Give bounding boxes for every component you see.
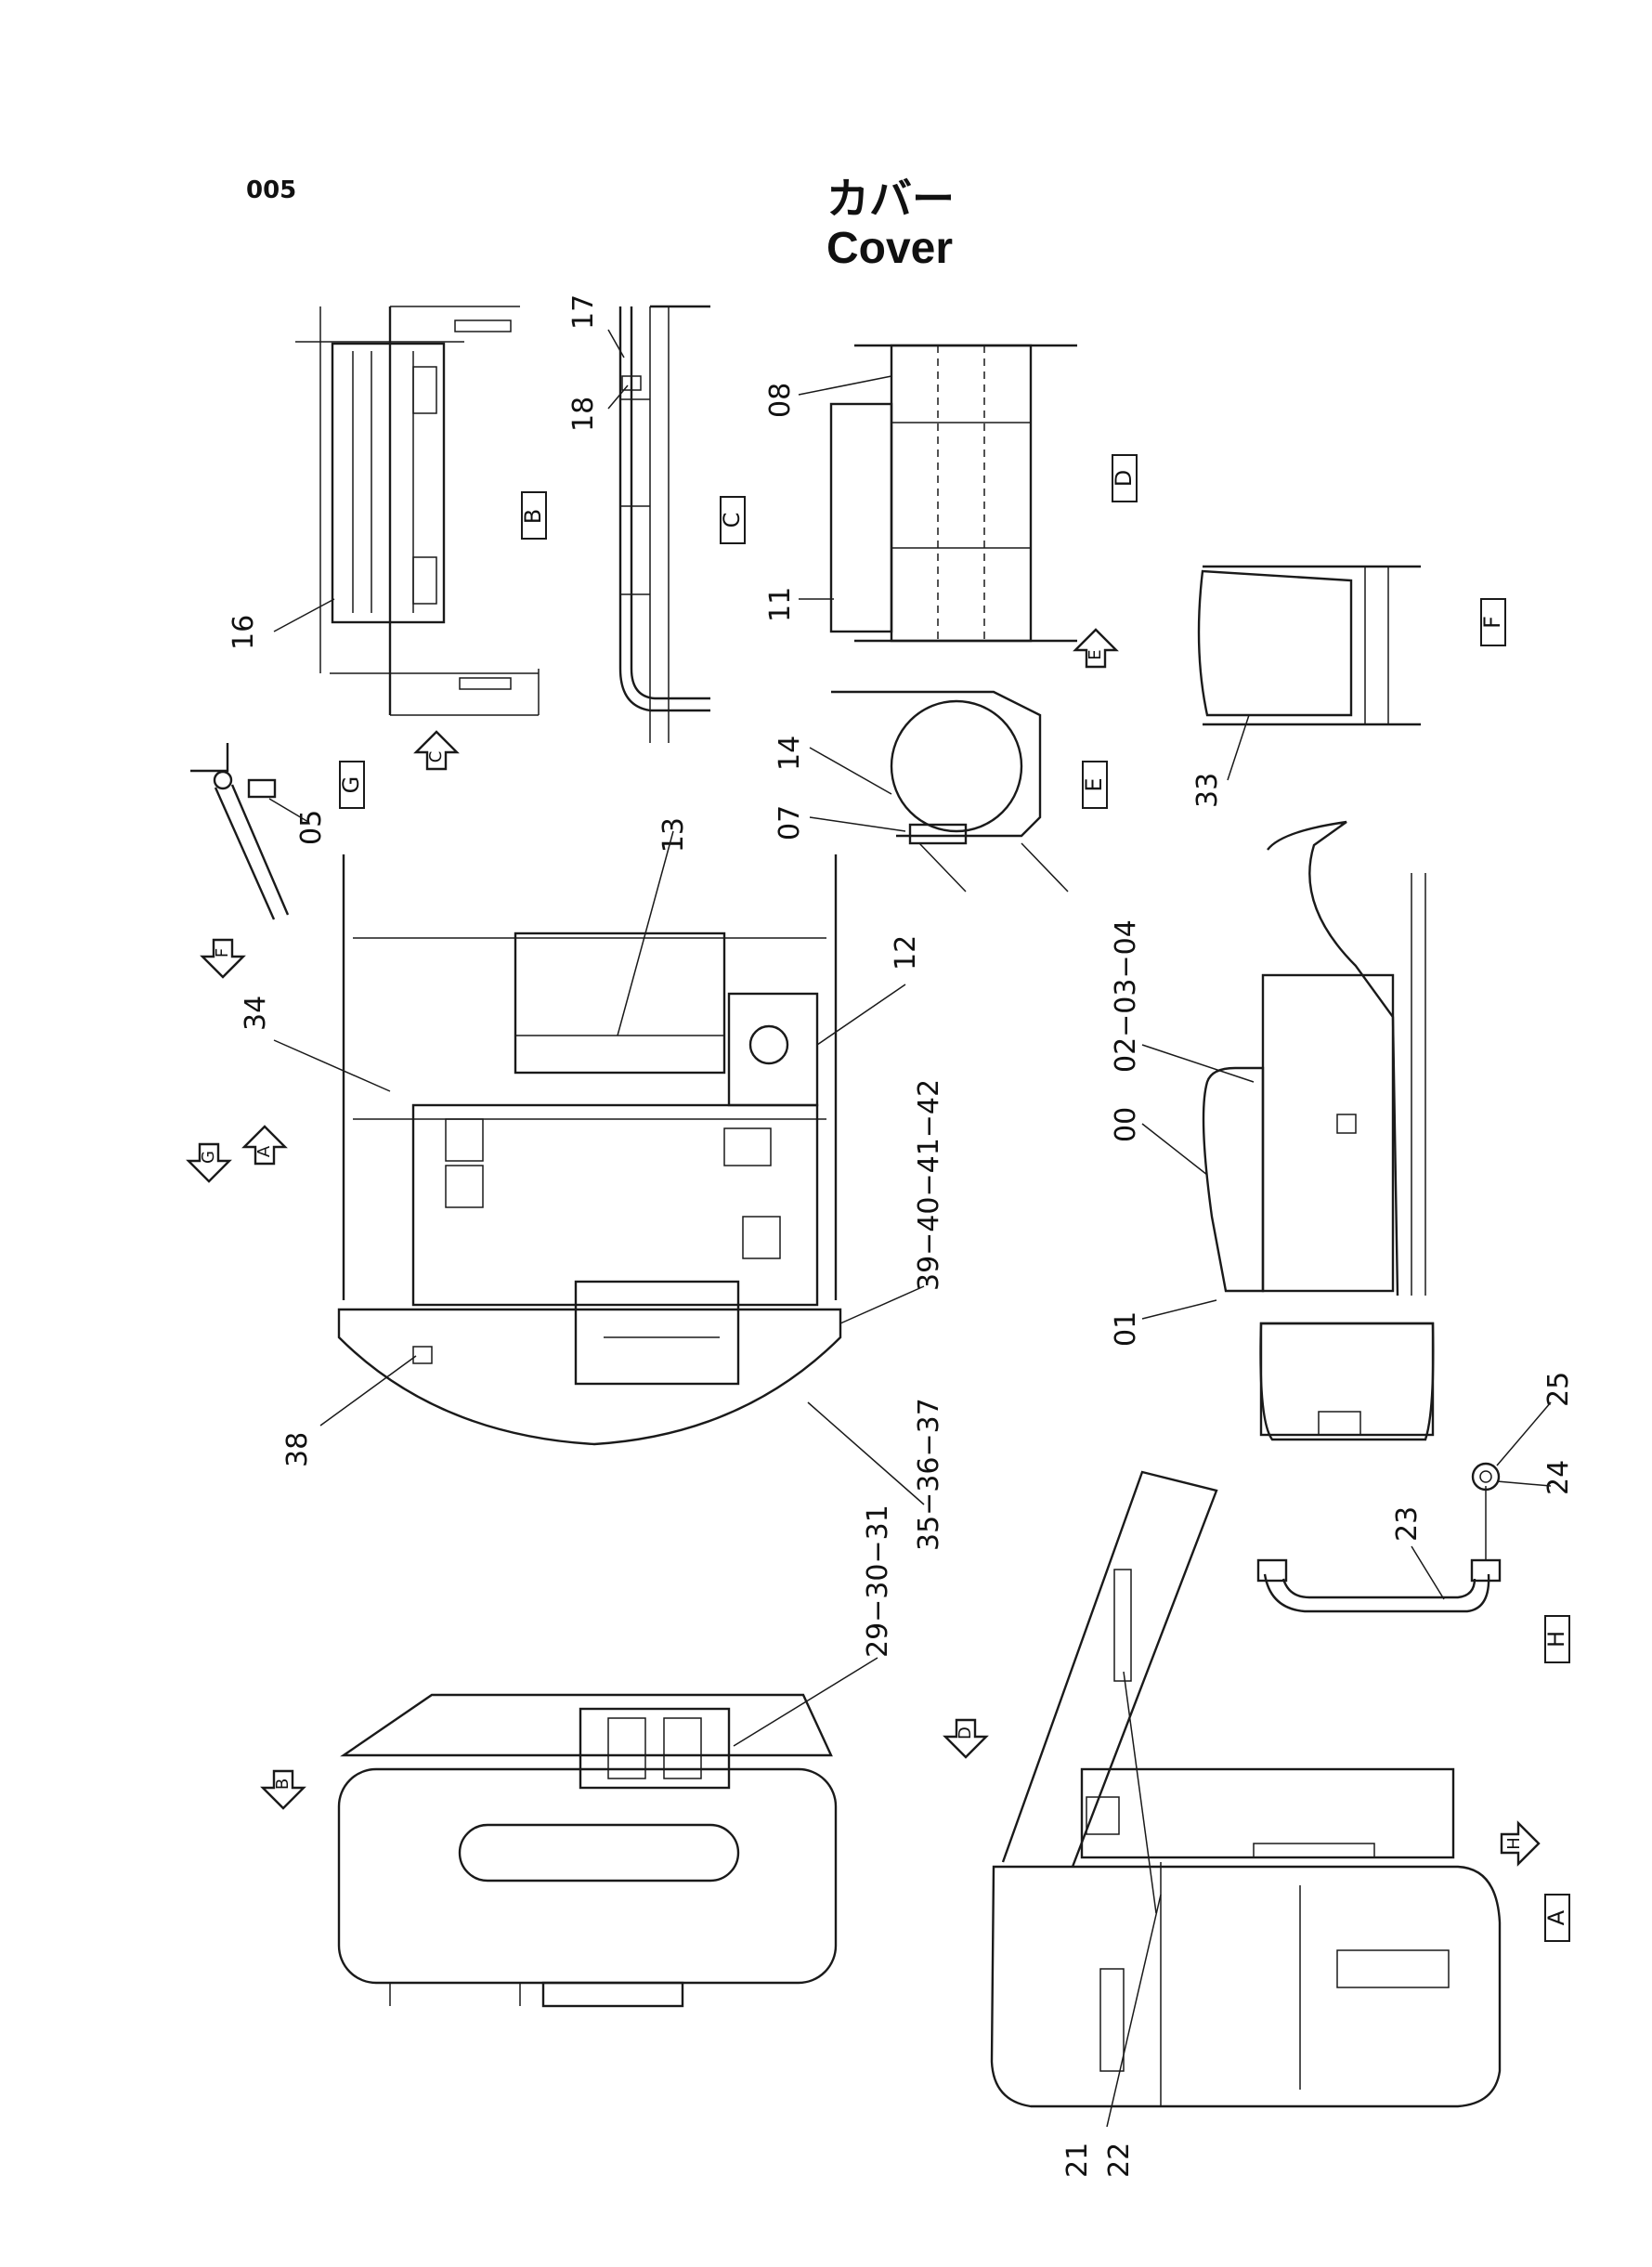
callout-08: 08 (764, 383, 797, 418)
callout-21: 21 (1061, 2143, 1094, 2178)
view-label-e: E (1081, 777, 1107, 791)
view-a-drawing (990, 1470, 1502, 2108)
view-g-drawing (190, 743, 290, 920)
callout-11: 11 (764, 587, 797, 622)
view-label-b: B (520, 509, 546, 524)
view-label-box-f (1480, 598, 1506, 646)
rear-view-drawing (337, 1693, 838, 2008)
view-label-a: A (1543, 1909, 1569, 1925)
callout-29-30-31: 29−30−31 (862, 1505, 894, 1658)
callout-13: 13 (657, 817, 690, 853)
callout-22: 22 (1103, 2143, 1136, 2178)
callout-24: 24 (1542, 1460, 1575, 1495)
view-arrow-d: D (943, 1718, 989, 1759)
svg-text:G: G (199, 1151, 218, 1164)
callout-16: 16 (228, 615, 260, 650)
view-e-drawing (831, 690, 1069, 892)
svg-text:C: C (426, 751, 446, 763)
view-label-h: H (1543, 1631, 1569, 1648)
callout-25: 25 (1542, 1372, 1575, 1407)
callout-23: 23 (1391, 1506, 1424, 1542)
svg-text:F: F (213, 948, 232, 958)
view-label-box-e (1082, 761, 1108, 809)
view-arrow-a: A (241, 1125, 288, 1166)
view-label-g: G (338, 776, 364, 794)
side-view-drawing (1202, 820, 1435, 1441)
view-b-drawing (295, 306, 540, 716)
svg-text:A: A (254, 1145, 274, 1157)
svg-text:E: E (1086, 649, 1105, 659)
view-label-box-c (720, 496, 746, 544)
view-arrow-e: E (1073, 628, 1119, 669)
callout-33: 33 (1191, 773, 1224, 808)
callout-01: 01 (1110, 1311, 1142, 1347)
callout-38: 38 (281, 1432, 314, 1467)
view-d-drawing (829, 344, 1077, 643)
view-arrow-c: C (413, 730, 460, 771)
view-arrow-g: G (186, 1142, 232, 1183)
callout-17: 17 (567, 294, 600, 330)
callout-00: 00 (1110, 1107, 1142, 1142)
svg-text:H: H (1504, 1837, 1524, 1850)
callout-07: 07 (774, 805, 806, 840)
title-english: Cover (826, 224, 954, 273)
callout-05: 05 (295, 810, 328, 845)
callout-39-40-41-42: 39−40−41−42 (913, 1079, 945, 1291)
view-label-d: D (1111, 470, 1137, 487)
page-number: 005 (246, 176, 297, 204)
view-label-box-h (1544, 1615, 1570, 1663)
callout-02-03-04: 02−03−04 (1110, 919, 1142, 1073)
svg-text:D: D (956, 1726, 975, 1739)
view-arrow-h: H (1500, 1820, 1541, 1867)
view-label-box-b (521, 491, 547, 540)
view-c-drawing (618, 305, 710, 743)
svg-text:B: B (273, 1778, 293, 1790)
callout-18: 18 (567, 397, 600, 432)
view-arrow-b: B (260, 1769, 306, 1810)
main-top-view-drawing (337, 854, 842, 1446)
view-label-box-d (1112, 454, 1138, 502)
title-japanese: カバー (826, 174, 955, 224)
view-label-f: F (1479, 616, 1505, 629)
view-label-box-g (339, 761, 365, 809)
view-label-box-a (1544, 1894, 1570, 1942)
view-f-drawing (1197, 565, 1421, 726)
callout-35-36-37: 35−36−37 (913, 1398, 945, 1551)
callout-12: 12 (890, 935, 922, 971)
view-arrow-f: F (200, 938, 246, 979)
callout-34: 34 (240, 996, 272, 1031)
callout-14: 14 (774, 736, 806, 771)
view-h-drawing (1256, 1462, 1502, 1613)
view-label-c: C (719, 513, 745, 528)
